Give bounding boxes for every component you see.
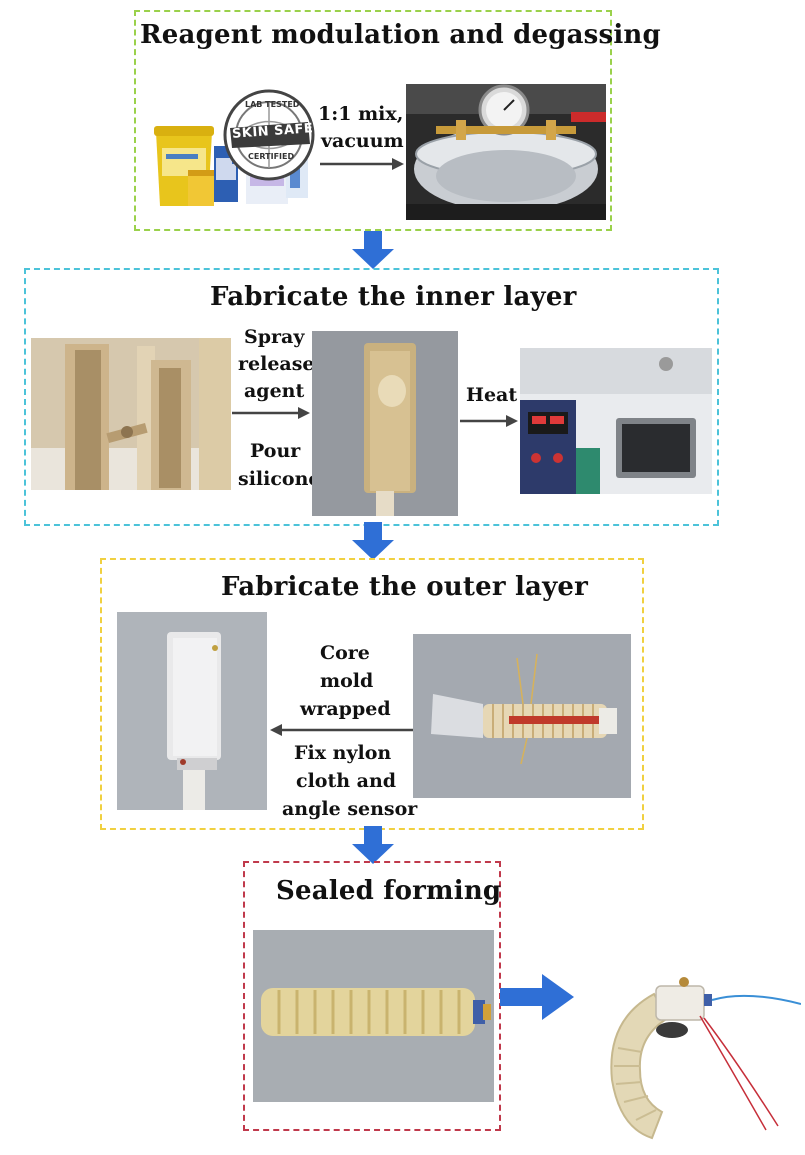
step2-title: Fabricate the inner layer <box>210 282 577 312</box>
sealed-actuator-photo <box>253 930 494 1102</box>
poured-mold-photo <box>312 331 458 516</box>
step2-spray-line3: agent <box>244 380 305 402</box>
step2-pour-line2: silicone <box>238 468 321 490</box>
step3-core-line3: wrapped <box>300 698 391 720</box>
step1-label-line1: 1:1 mix, <box>318 103 404 125</box>
molds-photo <box>31 338 231 490</box>
step2-pour-line1: Pour <box>250 440 301 462</box>
step2-spray-line2: release <box>238 353 315 375</box>
vacuum-chamber-photo <box>406 84 606 220</box>
flow-arrow-2 <box>352 522 394 560</box>
step3-fix-line1: Fix nylon <box>294 742 392 764</box>
flow-arrow-4 <box>500 974 574 1020</box>
skin-safe-badge <box>222 88 316 182</box>
step2-spray-line1: Spray <box>244 326 305 348</box>
oven-photo <box>520 348 712 494</box>
step3-process-arrow <box>270 723 414 737</box>
step3-core-line2: mold <box>320 670 374 692</box>
step2-process-arrow-1 <box>232 406 310 420</box>
wrapped-core-photo <box>413 634 631 798</box>
flow-arrow-1 <box>352 231 394 269</box>
inner-layer-photo <box>117 612 267 810</box>
flow-arrow-3 <box>352 826 394 864</box>
step4-title: Sealed forming <box>276 876 502 906</box>
step2-process-arrow-2 <box>460 414 518 428</box>
step3-title: Fabricate the outer layer <box>221 572 589 602</box>
step2-heat-label: Heat <box>466 384 518 406</box>
step3-fix-line2: cloth and <box>296 770 397 792</box>
step1-title: Reagent modulation and degassing <box>140 20 661 50</box>
step3-core-line1: Core <box>320 642 370 664</box>
certified-text: CERTIFIED <box>248 152 295 161</box>
step3-fix-line3: angle sensor <box>282 798 418 820</box>
prototype-photo <box>596 960 801 1140</box>
step1-process-arrow <box>320 157 404 171</box>
lab-tested-text: LAB TESTED <box>245 100 300 109</box>
step1-panel <box>134 10 612 231</box>
step1-label-line2: vacuum <box>321 130 404 152</box>
